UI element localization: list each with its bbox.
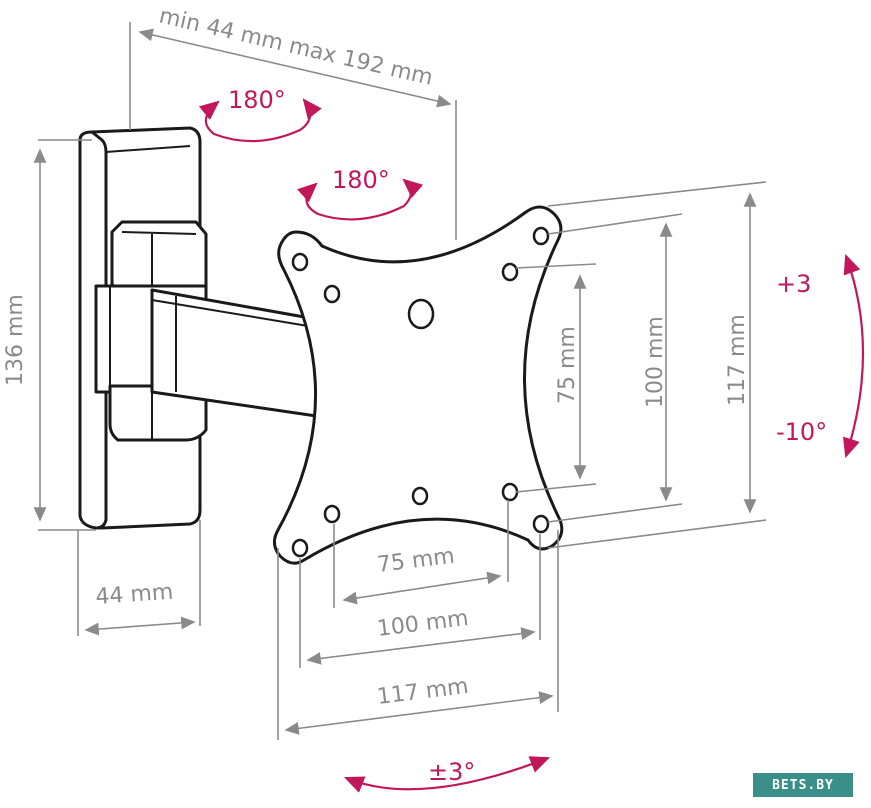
swivel-label: ±3°	[428, 758, 475, 786]
mid-vertical-label: 100 mm	[643, 316, 668, 408]
extension-arm	[150, 288, 332, 420]
depth-label: min 44 mm max 192 mm	[157, 3, 436, 90]
rotation-top-label: 180°	[228, 86, 286, 114]
tilt-up-label: +3	[776, 270, 811, 298]
tilt-down-label: -10°	[776, 418, 827, 446]
inner-horizontal-label: 75 mm	[376, 544, 456, 578]
outer-vertical-label: 117 mm	[725, 314, 750, 406]
mounting-holes	[291, 226, 550, 558]
inner-vertical-label: 75 mm	[555, 326, 580, 404]
site-badge: BETS.BY	[753, 773, 853, 797]
rotation-mid-label: 180°	[332, 166, 390, 194]
vesa-plate	[273, 205, 564, 565]
mid-horizontal-label: 100 mm	[376, 606, 470, 642]
dimension-lines	[33, 22, 767, 740]
outer-horizontal-label: 117 mm	[376, 674, 470, 710]
plate-height-label: 136 mm	[3, 294, 28, 386]
plate-width-label: 44 mm	[95, 580, 174, 610]
rotation-arrows	[198, 98, 865, 793]
